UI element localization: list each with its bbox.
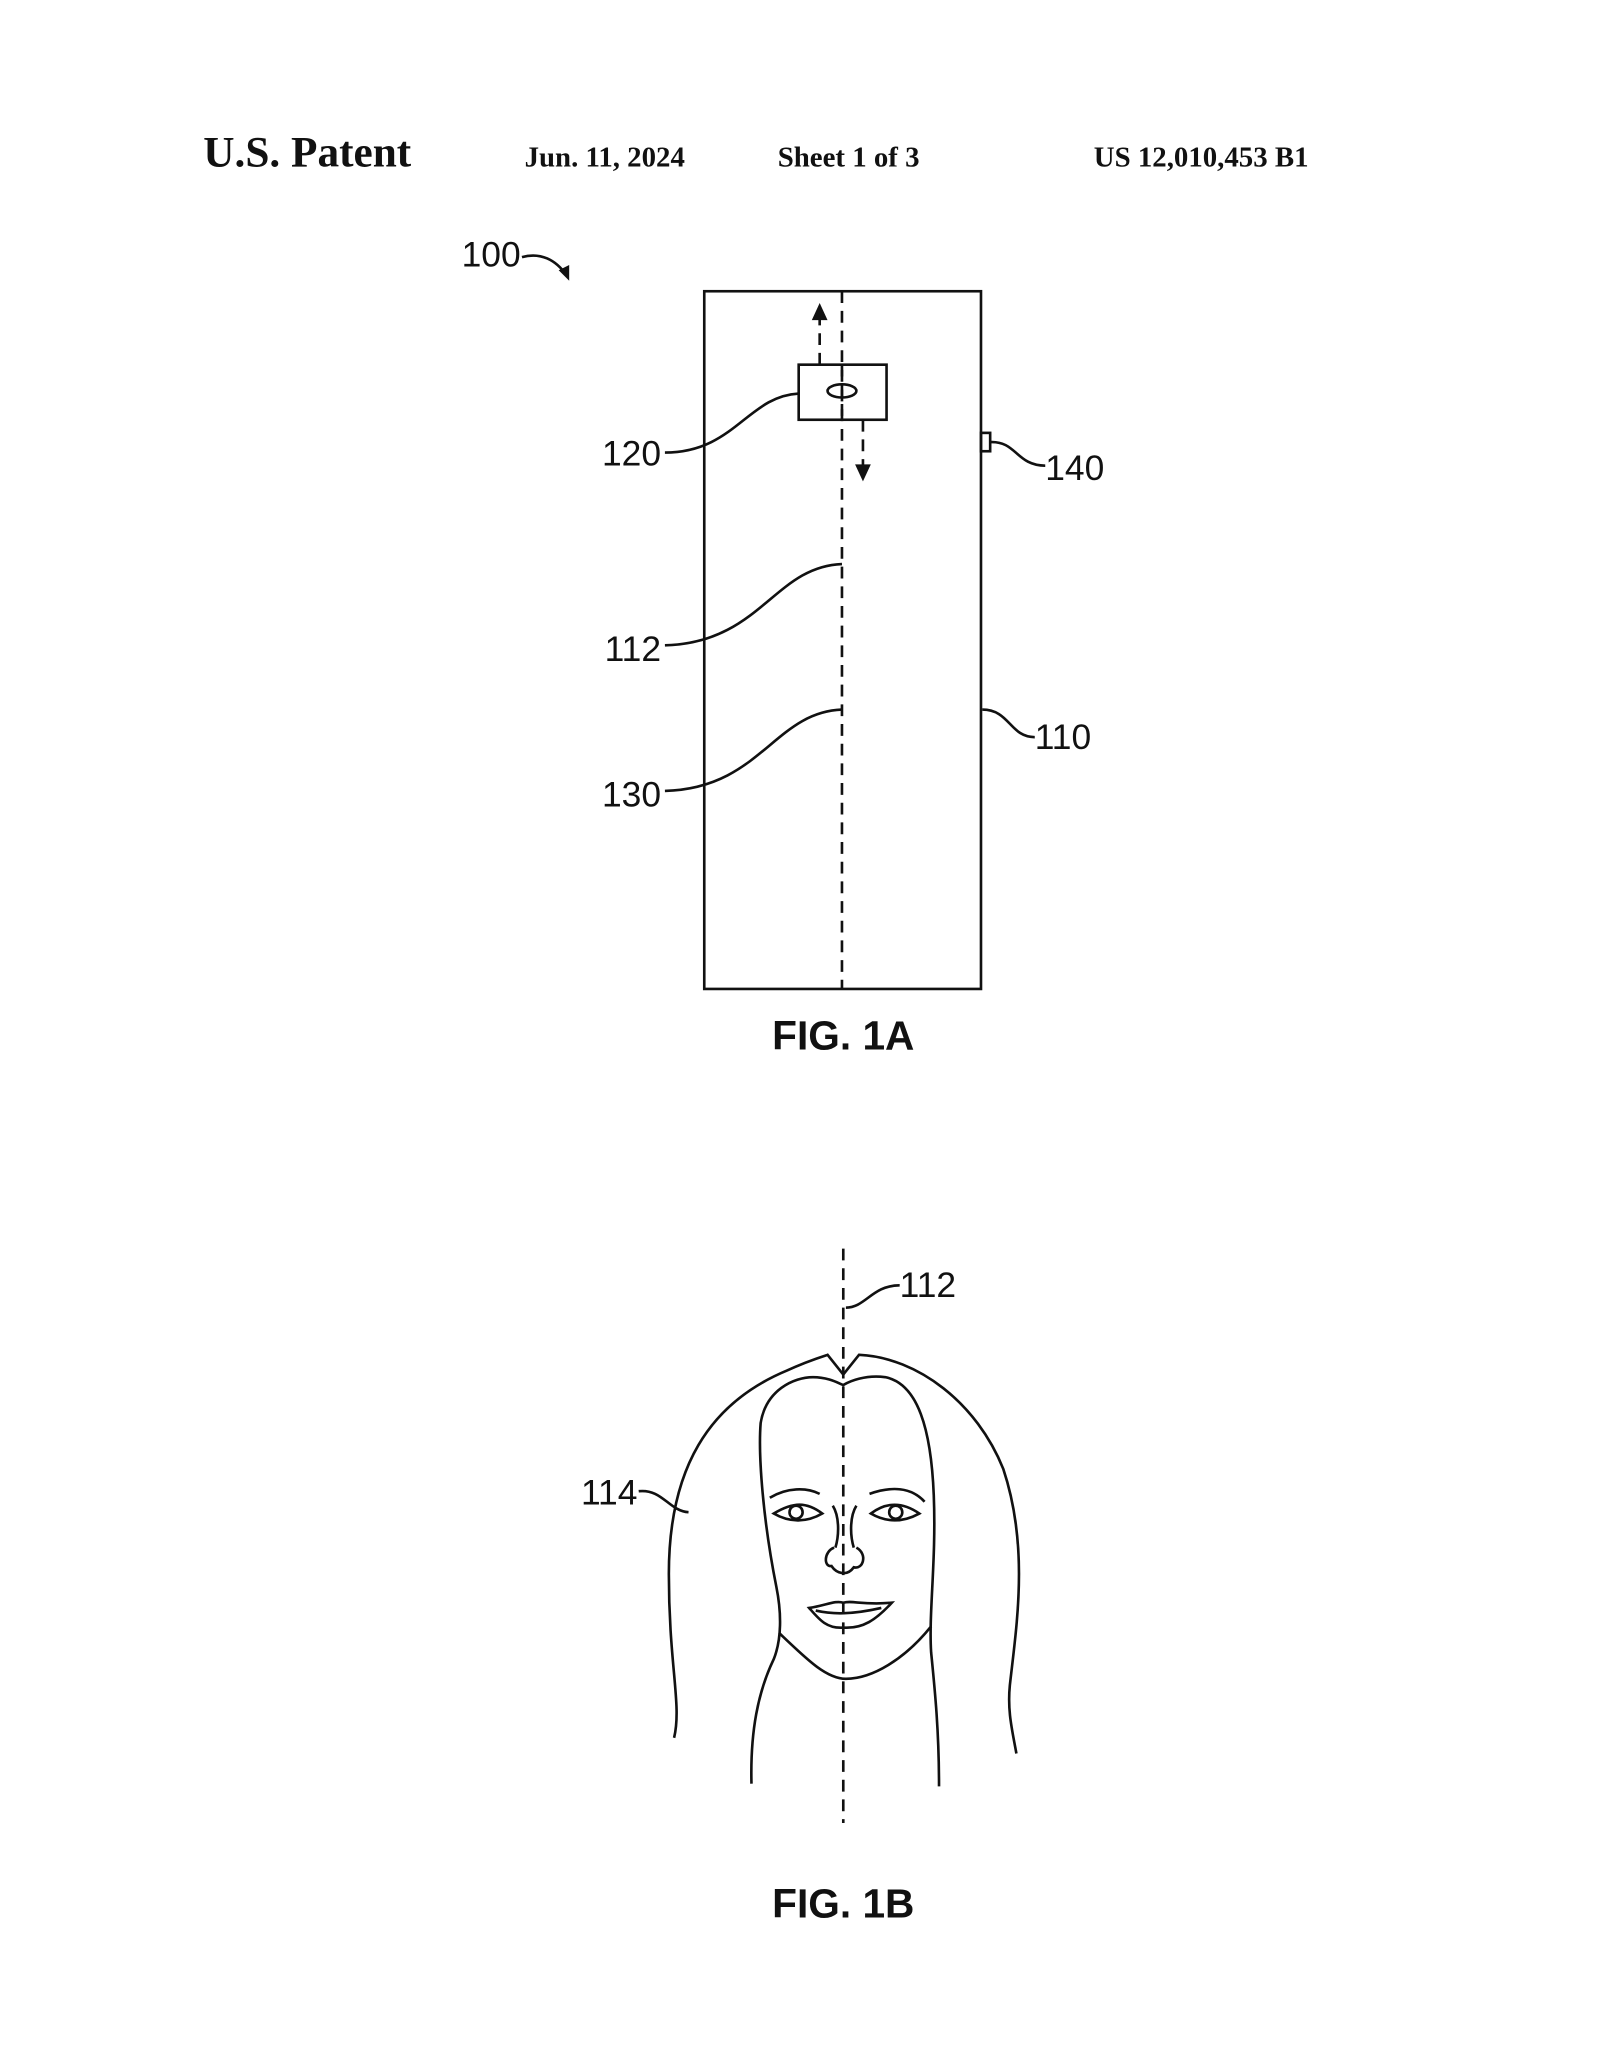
arrow-down-icon — [855, 464, 871, 482]
label-112: 112 — [605, 629, 661, 669]
nose — [824, 1546, 865, 1575]
left-eyebrow — [769, 1488, 821, 1499]
left-eye — [771, 1503, 825, 1522]
sheet-number: Sheet 1 of 3 — [778, 142, 920, 174]
label-112: 112 — [900, 1265, 956, 1305]
figure-1b: 112 114 FIG. 1B — [581, 1248, 1021, 1926]
patent-number: US 12,010,453 B1 — [1094, 142, 1309, 174]
lens-icon — [826, 383, 858, 399]
jaw — [778, 1625, 933, 1681]
patent-date: Jun. 11, 2024 — [525, 142, 685, 174]
figure-1a-caption: FIG. 1A — [772, 1012, 914, 1058]
mouth — [806, 1600, 896, 1629]
nose-bridge — [831, 1504, 858, 1549]
sensor-140 — [979, 431, 992, 453]
label-140: 140 — [1045, 448, 1104, 488]
arrow-up-icon — [811, 303, 828, 321]
label-114: 114 — [581, 1472, 637, 1512]
leader-100 — [521, 254, 568, 277]
label-130: 130 — [602, 775, 661, 815]
face-drawing — [667, 1353, 1021, 1787]
hair-outline — [667, 1353, 1021, 1754]
face-outline — [750, 1375, 941, 1787]
figure-1b-caption: FIG. 1B — [772, 1880, 914, 1926]
right-eye — [868, 1503, 922, 1522]
arrowhead-icon — [558, 265, 570, 281]
label-100: 100 — [462, 234, 521, 274]
patent-title: U.S. Patent — [203, 129, 411, 177]
label-110: 110 — [1035, 717, 1091, 757]
right-eyebrow — [869, 1487, 926, 1503]
figure-1a: 100 120 140 112 130 110 FIG. 1A — [462, 234, 1105, 1058]
label-120: 120 — [602, 434, 661, 474]
